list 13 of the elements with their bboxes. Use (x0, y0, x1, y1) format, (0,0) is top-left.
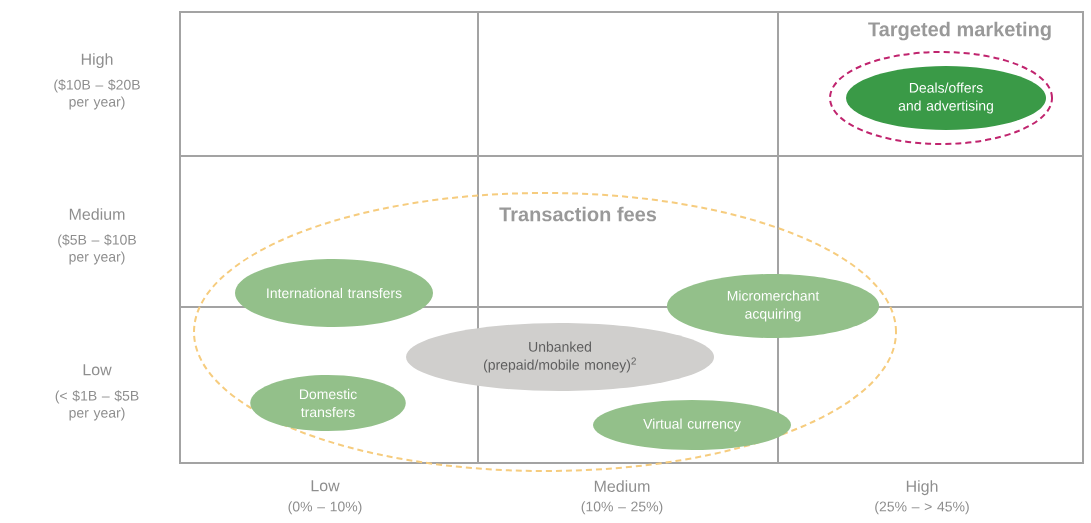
axis-label: (< $1B – $5B per year) (55, 390, 139, 421)
axis-label: Medium (69, 208, 125, 220)
axis-label: (0% – 10%) (288, 501, 362, 515)
axis-label: ($5B – $10B per year) (58, 234, 136, 265)
axis-label: Low (83, 364, 112, 376)
axis-label: (25% – > 45%) (875, 501, 969, 515)
axis-label: High (81, 53, 113, 69)
axis-label: (10% – 25%) (581, 501, 663, 515)
axis-label: Medium (594, 480, 650, 492)
axis-label: Low (311, 480, 340, 492)
axis-label: ($10B – $20B per year) (54, 79, 140, 110)
axis-label: High (906, 480, 938, 496)
node-label: Targeted marketing (868, 21, 1051, 41)
